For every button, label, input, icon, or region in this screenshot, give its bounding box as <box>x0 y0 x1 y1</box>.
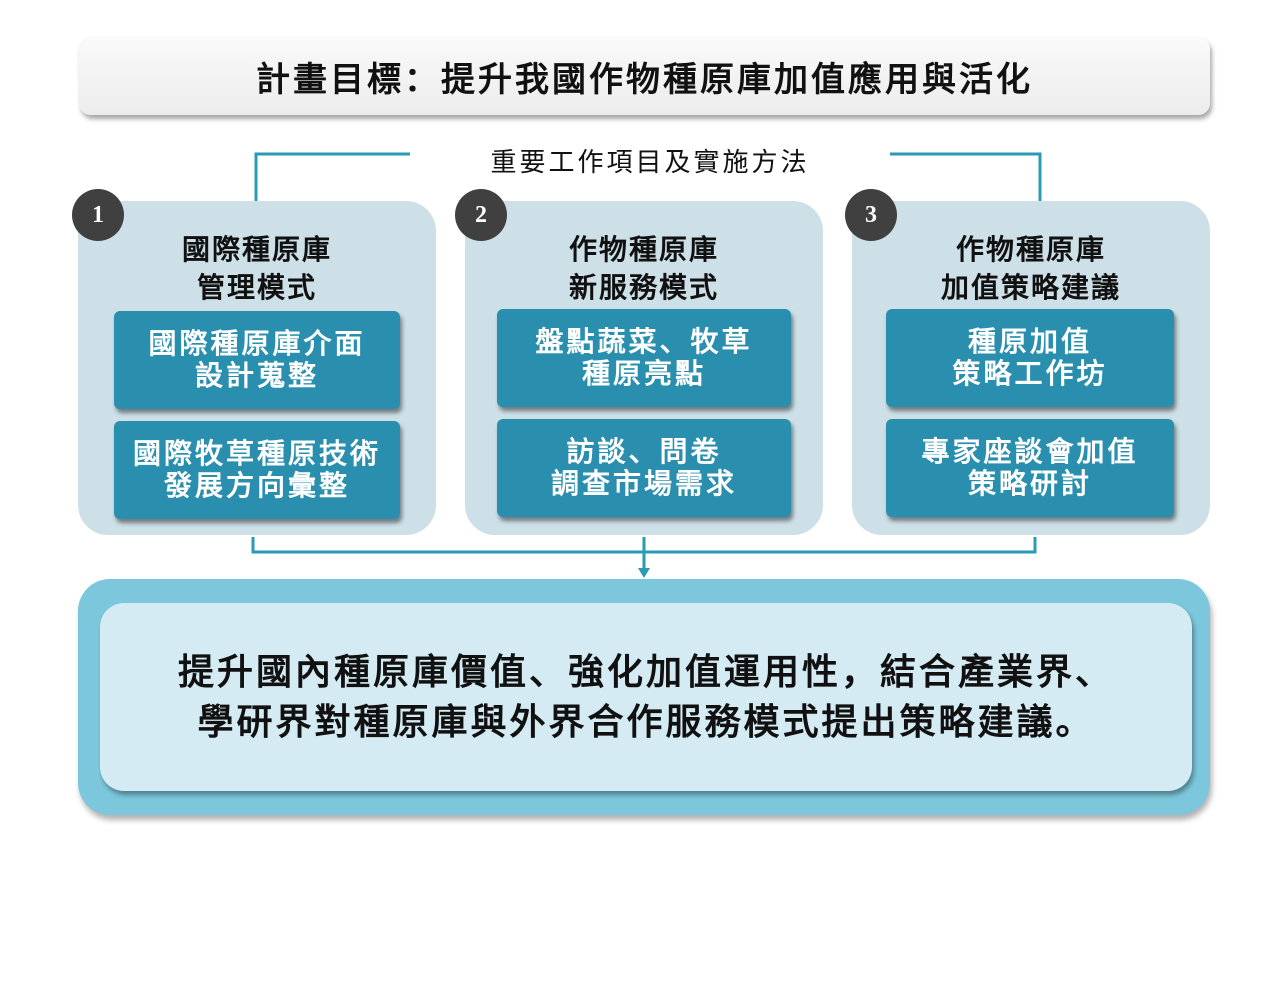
panel-1: 國際種原庫 管理模式 國際種原庫介面 設計蒐整 國際牧草種原技術 發展方向彙整 <box>78 201 436 535</box>
section-label: 重要工作項目及實施方法 <box>410 140 890 180</box>
panel-3: 作物種原庫 加值策略建議 種原加值 策略工作坊 專家座談會加值 策略研討 <box>852 201 1210 535</box>
panel-2: 作物種原庫 新服務模式 盤點蔬菜、牧草 種原亮點 訪談、問卷 調查市場需求 <box>465 201 823 535</box>
top-bracket-left <box>254 152 410 201</box>
panel-title: 作物種原庫 加值策略建議 <box>940 233 1121 304</box>
task-box: 國際牧草種原技術 發展方向彙整 <box>114 421 400 519</box>
outcome-box: 提升國內種原庫價值、強化加值運用性，結合產業界、 學研界對種原庫與外界合作服務模… <box>78 579 1210 815</box>
number-badge-3: 3 <box>845 189 897 241</box>
outcome-text: 提升國內種原庫價值、強化加值運用性，結合產業界、 學研界對種原庫與外界合作服務模… <box>100 603 1192 791</box>
arrow-head <box>638 568 650 578</box>
task-box: 訪談、問卷 調查市場需求 <box>497 419 791 517</box>
number-badge-1: 1 <box>72 189 124 241</box>
task-box: 國際種原庫介面 設計蒐整 <box>114 311 400 409</box>
goal-title: 計畫目標：提升我國作物種原庫加值應用與活化 <box>79 37 1210 115</box>
top-bracket-right <box>890 152 1042 201</box>
number-badge-2: 2 <box>455 189 507 241</box>
task-box: 種原加值 策略工作坊 <box>886 309 1174 407</box>
panel-title: 作物種原庫 新服務模式 <box>568 233 719 304</box>
task-box: 盤點蔬菜、牧草 種原亮點 <box>497 309 791 407</box>
panel-title: 國際種原庫 管理模式 <box>181 233 332 304</box>
task-box: 專家座談會加值 策略研討 <box>886 419 1174 517</box>
